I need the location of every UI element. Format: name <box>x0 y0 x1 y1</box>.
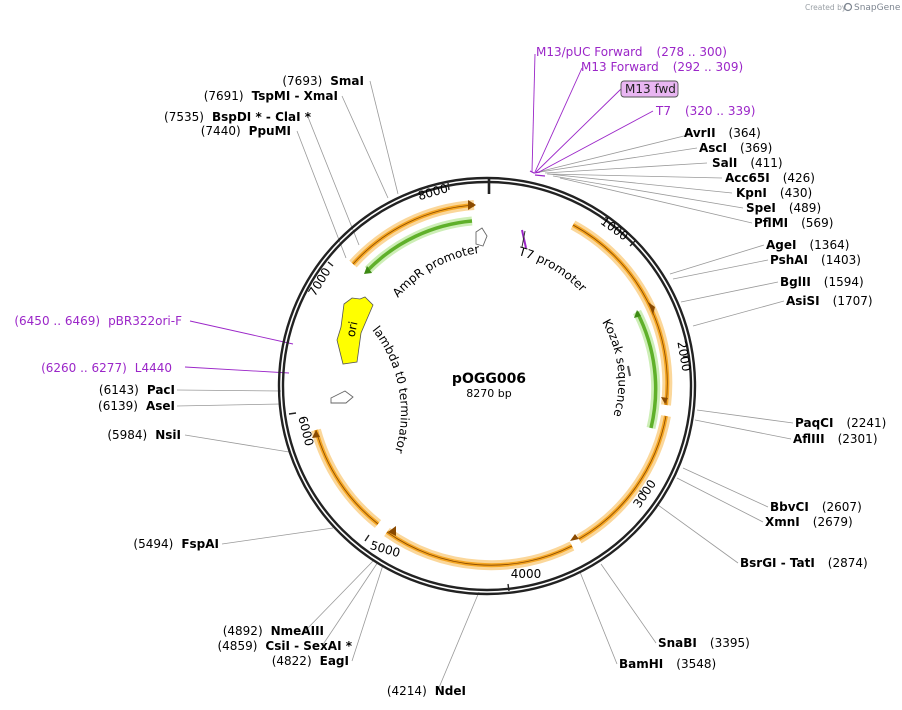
site-label[interactable]: SpeI(489) <box>746 201 821 215</box>
site-label[interactable]: (4892)NmeAIII <box>223 624 324 638</box>
plasmid-length: 8270 bp <box>466 387 511 400</box>
lambda-t0-terminator-icon <box>330 390 354 404</box>
arrowhead <box>388 526 396 536</box>
cds-arc <box>577 415 668 541</box>
site-label[interactable]: (5494)FspAI <box>133 537 219 551</box>
tick-label: 8000 <box>416 181 449 203</box>
t7-promoter-label: T7 promoter <box>516 244 589 294</box>
primer-leader-lines <box>184 53 654 374</box>
cds-outline <box>315 429 379 525</box>
site-label[interactable]: PaqCI(2241) <box>795 416 886 430</box>
cds-outline <box>578 415 667 540</box>
site-label[interactable]: PshAI(1403) <box>770 253 861 267</box>
cds-outline <box>386 531 573 566</box>
site-label[interactable]: SalI(411) <box>712 156 783 170</box>
t7-promoter-mark <box>521 230 526 248</box>
site-label[interactable]: (4214)NdeI <box>387 684 466 698</box>
ori-label: ori <box>344 320 361 338</box>
site-leader-lines <box>176 80 794 691</box>
site-label[interactable]: SnaBI(3395) <box>658 636 750 650</box>
credit-brand: SnapGene <box>854 3 901 13</box>
credit-prefix: Created by <box>805 3 847 12</box>
primer-label[interactable]: M13 fwd <box>625 82 676 96</box>
green-feature-arc <box>635 311 658 429</box>
site-label[interactable]: BsrGI - TatI(2874) <box>740 556 868 570</box>
plasmid-name: pOGG006 <box>452 371 526 387</box>
ori-feature <box>336 296 374 365</box>
kozak-sequence-label: Kozak sequence <box>599 317 629 419</box>
primer-label[interactable]: (6260 .. 6277)L4440 <box>41 361 172 375</box>
site-label[interactable]: KpnI(430) <box>736 186 812 200</box>
ampr-promoter-label: AmpR promoter <box>390 242 481 300</box>
ampr-promoter-arrow-icon <box>475 227 488 247</box>
primer-label[interactable]: (6450 .. 6469)pBR322ori-F <box>14 314 182 328</box>
snapgene-credit: Created by SnapGene <box>805 2 901 13</box>
site-label[interactable]: AflIII(2301) <box>793 432 878 446</box>
site-label[interactable]: (4822)EagI <box>272 654 349 668</box>
site-label[interactable]: (7440)PpuMI <box>201 124 291 138</box>
site-label[interactable]: AvrII(364) <box>684 126 761 140</box>
site-label[interactable]: (7535)BspDI * - ClaI * <box>164 110 312 124</box>
cds-outline <box>572 224 668 406</box>
cds-outline <box>352 204 475 265</box>
backbone-inner-ring <box>281 180 693 592</box>
kozak-sequence-mark <box>627 365 631 377</box>
site-label[interactable]: Acc65I(426) <box>725 171 815 185</box>
arrowhead <box>312 430 320 438</box>
arrowhead <box>364 266 372 274</box>
tick-label: 4000 <box>511 567 542 581</box>
site-label[interactable]: BamHI(3548) <box>619 657 716 671</box>
site-label[interactable]: AscI(369) <box>699 141 772 155</box>
primer-label[interactable]: T7(320 .. 339) <box>655 104 755 118</box>
site-label[interactable]: XmnI(2679) <box>765 515 853 529</box>
arrowhead <box>468 200 476 210</box>
tick-label: 2000 <box>674 340 693 373</box>
site-label[interactable]: (7691)TspMI - XmaI <box>204 89 338 103</box>
site-label[interactable]: AsiSI(1707) <box>786 294 873 308</box>
green-feature-highlight <box>364 216 473 274</box>
arrowhead <box>634 310 641 318</box>
snapgene-logo-icon <box>843 2 853 12</box>
arrowhead <box>661 397 668 404</box>
site-label[interactable]: AgeI(1364) <box>766 238 849 252</box>
primer-binding-marks <box>529 170 546 177</box>
backbone <box>277 176 697 596</box>
primer-label[interactable]: M13 Forward(292 .. 309) <box>581 60 743 74</box>
site-label[interactable]: (6139)AseI <box>98 399 175 413</box>
green-feature-arc <box>366 219 473 272</box>
backbone-outer-ring <box>277 176 697 596</box>
cds-highlight <box>576 415 671 544</box>
tick-label: 7000 <box>306 265 334 298</box>
site-label[interactable]: BbvCI(2607) <box>770 500 862 514</box>
site-label[interactable]: (5984)NsiI <box>107 428 181 442</box>
feature-arrowheads <box>312 200 668 541</box>
primer-selected-box <box>620 80 679 98</box>
site-label[interactable]: PflMI(569) <box>754 216 833 230</box>
arrowhead <box>570 534 579 541</box>
site-label[interactable]: (6143)PacI <box>99 383 175 397</box>
lambda-t0-terminator-label: lambda t0 terminator <box>370 323 412 455</box>
site-label[interactable]: (7693)SmaI <box>282 74 364 88</box>
arrowhead <box>648 302 655 315</box>
site-label[interactable]: (4859)CsiI - SexAI * <box>217 639 352 653</box>
primer-label[interactable]: M13/pUC Forward(278 .. 300) <box>536 45 727 59</box>
primer-labels: M13/pUC Forward(278 .. 300) M13 Forward(… <box>14 45 755 375</box>
site-label[interactable]: BglII(1594) <box>780 275 864 289</box>
feature-arcs <box>311 200 673 571</box>
restriction-site-labels: AvrII(364) AscI(369) SalI(411) Acc65I(42… <box>98 74 886 698</box>
